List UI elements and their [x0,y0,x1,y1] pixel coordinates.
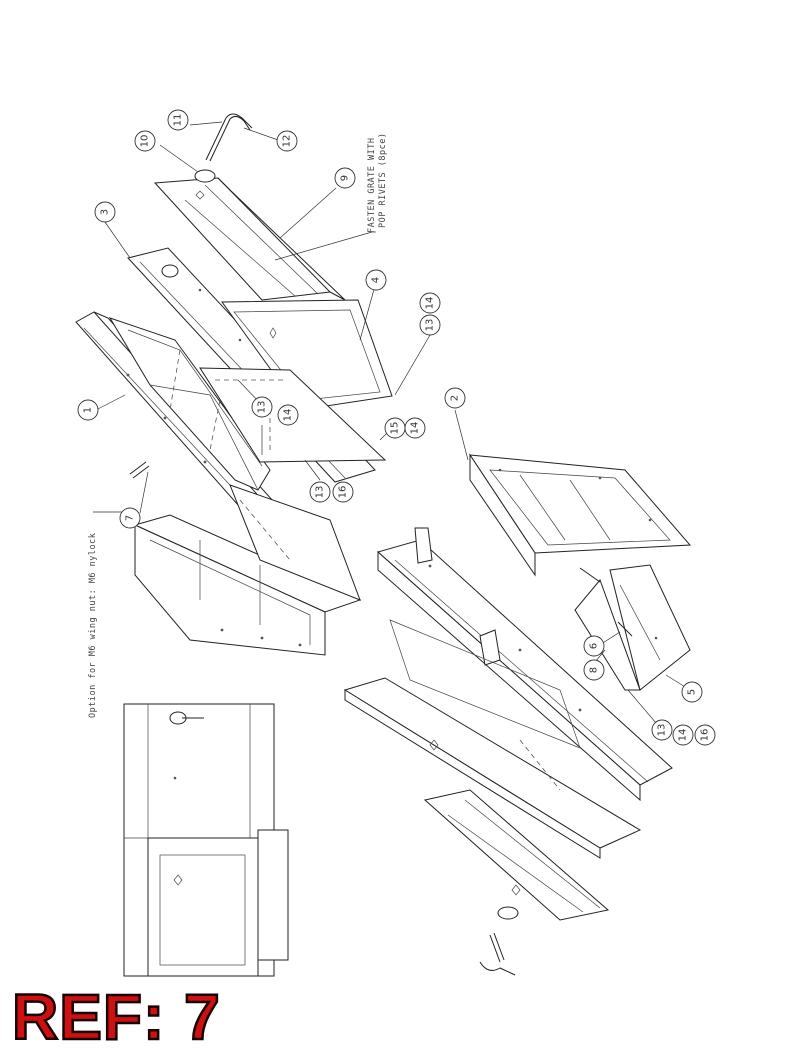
callout-13-upper-right: 13 [419,314,441,336]
lower-handle [479,932,516,976]
upper-assembly [75,113,393,656]
bolt-7 [129,461,150,479]
callout-15: 15 [384,417,406,439]
svg-text:6: 6 [589,643,600,649]
svg-text:5: 5 [687,689,698,695]
part-9-grate [153,169,346,301]
callout-8: 8 [583,659,605,681]
notes: FASTEN GRATE WITH POP RIVETS (8pce) Opti… [88,133,388,719]
callout-1: 1 [77,399,99,421]
svg-text:13: 13 [257,401,268,414]
callout-14-mid: 14 [277,404,299,426]
svg-text:15: 15 [390,422,401,435]
part-5-hopper [574,564,691,691]
lower-grate [423,789,610,921]
callout-13-lower-right: 13 [651,719,673,741]
lower-tray-frame [376,527,673,802]
svg-text:12: 12 [282,135,293,148]
callout-13-lower-mid: 13 [309,481,331,503]
part-2-cabinet [469,453,692,577]
svg-text:14: 14 [678,729,689,742]
note-rivets-line1: FASTEN GRATE WITH [367,138,377,234]
callout-9: 9 [334,167,356,189]
svg-text:14: 14 [283,409,294,422]
callout-16-lower-mid: 16 [332,481,354,503]
svg-text:13: 13 [425,319,436,332]
callout-14-upper-right: 14 [419,292,441,314]
callout-2: 2 [444,387,466,409]
inset-assembled-view [123,703,289,977]
svg-text:10: 10 [140,135,151,148]
lower-assembly [343,453,692,976]
svg-text:3: 3 [100,209,111,215]
callout-3: 3 [94,201,116,223]
handle-11-12 [205,113,253,162]
callout-bubbles: 1 2 3 4 5 6 7 8 9 10 11 12 13 14 13 14 1… [77,109,716,746]
svg-text:14: 14 [425,297,436,310]
svg-text:4: 4 [371,277,382,283]
callout-13-mid: 13 [251,396,273,418]
callout-16-lower-right: 16 [694,724,716,746]
note-rivets-line2: POP RIVETS (8pce) [378,133,388,229]
callout-14-lower-right: 14 [672,724,694,746]
callout-6: 6 [583,635,605,657]
svg-text:16: 16 [338,486,349,499]
svg-text:13: 13 [315,486,326,499]
callout-7: 7 [119,507,141,529]
callout-5: 5 [681,681,703,703]
callout-11: 11 [167,109,189,131]
reference-label: REF: 7 [11,981,221,1053]
note-wing-nut: Option for M6 wing nut: M6 nylock [88,533,98,718]
callout-4: 4 [365,269,387,291]
callout-12: 12 [276,130,298,152]
upper-box-housing [133,484,362,656]
svg-text:7: 7 [125,515,136,521]
bolt-6-8 [579,567,633,637]
leader-lines [93,121,691,731]
upper-frame [108,317,271,491]
svg-text:16: 16 [700,729,711,742]
svg-text:14: 14 [410,422,421,435]
svg-text:1: 1 [83,407,94,413]
svg-text:2: 2 [450,395,461,401]
callout-14-right: 14 [404,417,426,439]
callout-10: 10 [134,130,156,152]
svg-text:8: 8 [589,667,600,673]
svg-text:11: 11 [173,114,184,127]
svg-text:13: 13 [657,724,668,737]
svg-text:9: 9 [340,175,351,181]
lower-lid-panel [343,677,642,859]
